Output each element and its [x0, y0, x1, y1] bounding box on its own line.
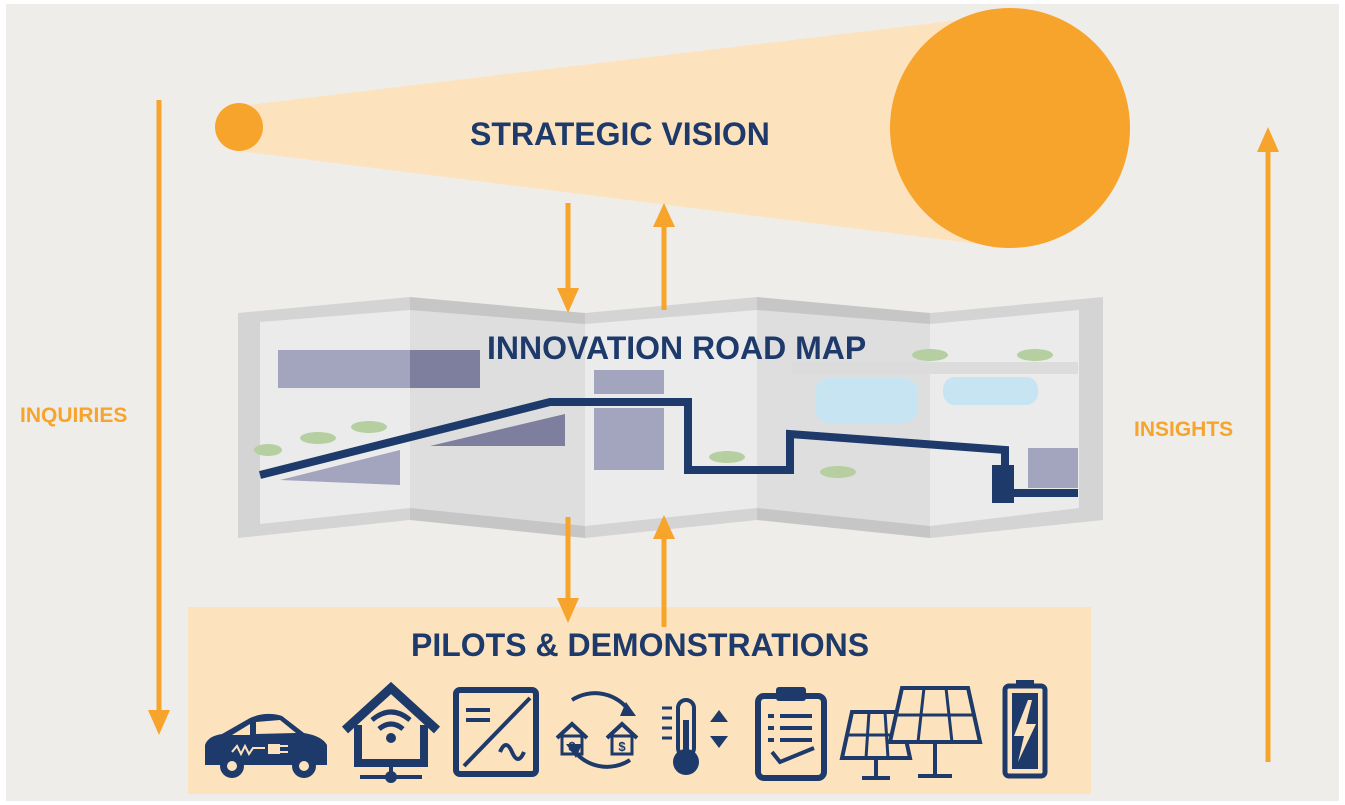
- electric-car-icon: [205, 713, 327, 778]
- svg-text:$: $: [618, 739, 626, 754]
- clipboard-checklist-icon: [755, 687, 827, 781]
- roadmap-map: [238, 297, 1103, 538]
- insights-label: INSIGHTS: [1134, 418, 1234, 441]
- vision-small-circle: [215, 103, 263, 151]
- vision-to-roadmap-arrow: [557, 203, 579, 313]
- innovation-road-map-label: INNOVATION ROAD MAP: [487, 330, 867, 366]
- inquiries-arrow: [148, 100, 170, 735]
- inquiries-label: INQUIRIES: [20, 404, 128, 427]
- insights-arrow: [1257, 127, 1279, 762]
- pilots-demonstrations-label: PILOTS & DEMONSTRATIONS: [411, 627, 870, 663]
- smart-home-wifi-icon: [341, 681, 441, 783]
- thermostat-icon: [662, 698, 728, 775]
- inverter-icon: [453, 687, 539, 777]
- roadmap-to-vision-arrow: [653, 203, 675, 310]
- vision-beam: [239, 14, 1010, 248]
- battery-charge-icon: [1002, 680, 1048, 779]
- solar-panels-icon: [839, 686, 983, 780]
- strategic-vision-label: STRATEGIC VISION: [470, 116, 770, 152]
- home-energy-exchange-icon: $ $: [555, 691, 639, 769]
- vision-sun: [890, 8, 1130, 248]
- svg-text:$: $: [568, 739, 576, 754]
- pilots-to-roadmap-arrow: [653, 515, 675, 627]
- roadmap-to-pilots-arrow: [557, 517, 579, 623]
